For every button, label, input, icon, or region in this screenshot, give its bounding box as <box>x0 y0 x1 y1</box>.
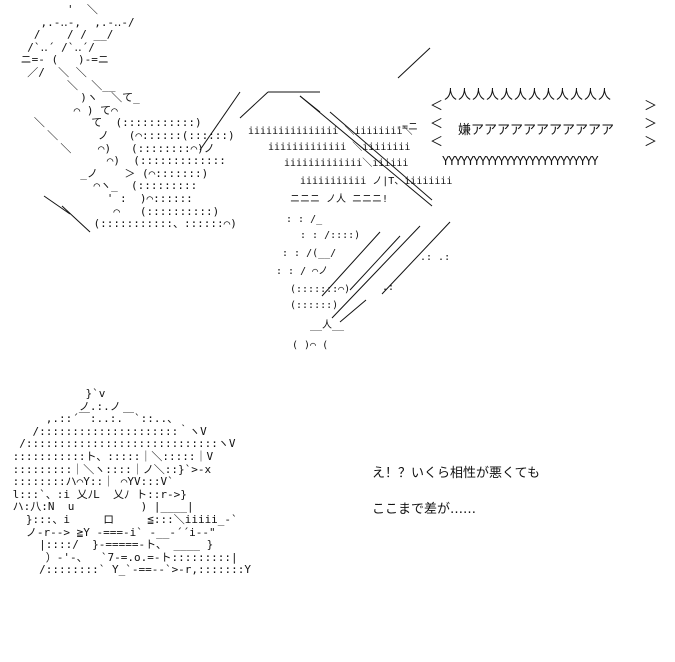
debris-text: : : /(__/ <box>282 248 336 259</box>
roof-line <box>299 95 433 207</box>
debris-text: : : /_ <box>286 214 323 225</box>
debris-text: iiiiiiiiiii ノ|T、iiiiiiii <box>300 176 452 187</box>
roof-line <box>239 91 269 119</box>
speed-line <box>349 235 401 291</box>
ascii-art-explosion: ' ＼ ,.-‥-, ,.-‥-/ / / / __/ /`‥´ /`‥´/ ニ… <box>20 3 237 231</box>
debris-text: (::::::) <box>290 300 338 311</box>
bubble-right-edge: ＞ ＞ ＞ <box>644 99 658 150</box>
debris-text: -=ニ <box>396 122 418 133</box>
bubble-bottom-edge: YYYYYYYYYYYYYYYYYYYYYYYYY <box>442 154 599 168</box>
bubble-left-edge: ＜ ＜ ＜ <box>430 99 444 150</box>
speed-line <box>331 225 421 319</box>
debris-text: (:::::::⌒) <box>290 284 350 295</box>
debris-text: ニニニ ノ人 ニニニ! <box>290 193 388 205</box>
debris-text: iiiiiiiiiiiiiii ＼iiiiiiii＼ <box>248 125 413 137</box>
bubble-text: 嫌アアアアアアアアアアア <box>458 123 615 138</box>
debris-text: iiiiiiiiiiiii＼iiiiii <box>284 157 408 169</box>
debris-text: __人__ <box>310 319 345 331</box>
debris-text: iiiiiiiiiiiii ＼iiiiiiii <box>268 141 410 153</box>
bubble-top-edge: 人人人人人人人人人人人人 <box>444 88 613 103</box>
debris-text: .: .: <box>420 252 450 263</box>
debris-text: ( )⌒ ( <box>292 340 328 351</box>
debris-text: : : / ⌒ノ <box>276 266 328 277</box>
speed-line <box>339 299 367 323</box>
speed-line <box>199 91 241 151</box>
debris-text: .: <box>382 282 394 293</box>
debris-text: : : /::::) <box>300 230 360 241</box>
dialogue-line-1: え！？いくら相性が悪くても <box>372 466 540 481</box>
dialogue-line-2: ここまで差が…… <box>372 502 477 517</box>
speed-line <box>381 221 451 295</box>
speech-bubble: 人人人人人人人人人人人人 ＜ ＜ ＜ 嫌アアアアアアアアアアア ＞ ＞ ＞ YY… <box>430 84 662 170</box>
speed-line <box>61 205 91 233</box>
ascii-art-character: }`v ノ.:.ノ ,.::´￣:..:.￣`::..、 /::::::::::… <box>12 387 252 577</box>
speed-line <box>321 231 381 297</box>
speed-line <box>43 195 71 215</box>
speed-line <box>397 47 431 79</box>
roof-line <box>329 111 433 201</box>
